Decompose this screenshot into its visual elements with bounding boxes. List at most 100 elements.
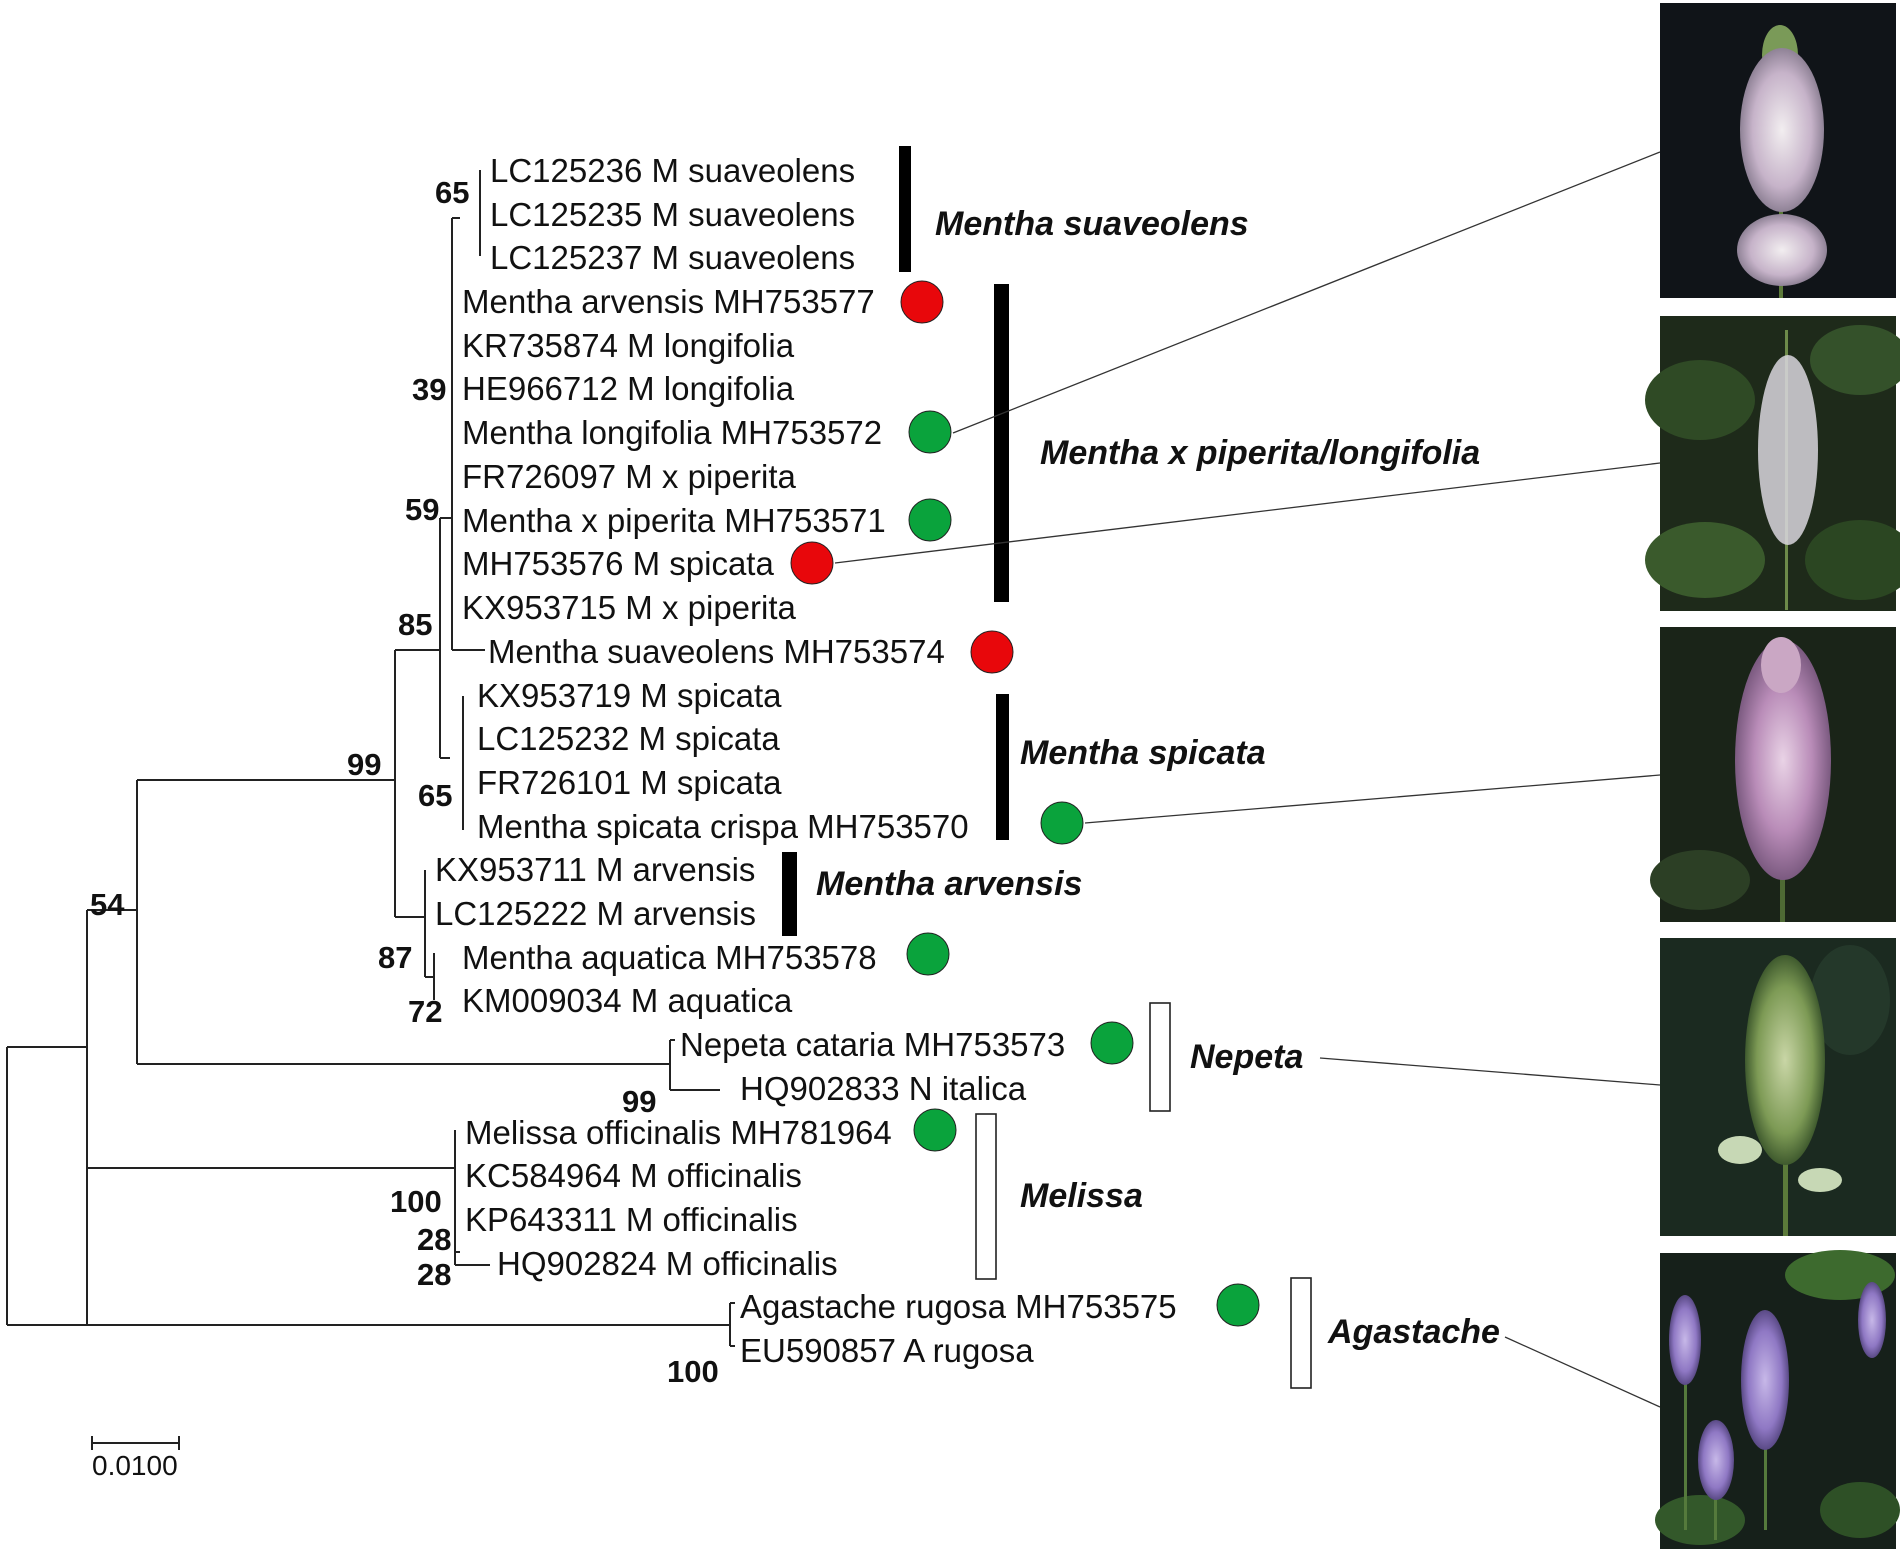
branch-nepeta [669,1039,720,1091]
clade-label-mentha-arvensis: Mentha arvensis [816,865,1082,903]
clade-bar-mentha-suaveolens [899,146,911,272]
flower-spike [1858,1282,1886,1358]
green-sample-marker [913,1108,957,1152]
mint-flower-photo-2 [1645,316,1900,611]
stem [1714,1460,1717,1540]
stem [1780,850,1785,922]
photo-connector-lines [834,151,1661,1408]
leaf-label: KX953715 M x piperita [462,589,797,626]
bootstrap-value: 54 [90,887,125,922]
scale-bar-label: 0.0100 [92,1450,178,1481]
red-sample-marker [970,630,1014,674]
clade-label-mentha-suaveolens: Mentha suaveolens [935,205,1249,243]
leaf-label: EU590857 A rugosa [740,1332,1034,1369]
clade-label-agastache: Agastache [1327,1313,1500,1351]
leaf-label: KC584964 M officinalis [465,1157,802,1194]
bootstrap-value: 100 [667,1354,719,1389]
tree-branches [6,170,735,1347]
bootstrap-value: 85 [398,607,432,642]
side-flower [1718,1136,1762,1164]
flower-whorl [1737,214,1827,286]
bootstrap-value: 100 [390,1184,442,1219]
branch-node-99-mentha [137,649,440,918]
bootstrap-value: 99 [347,747,381,782]
leaf [1645,522,1765,598]
leaf-label: HQ902833 N italica [740,1070,1027,1107]
stem [1684,1360,1687,1530]
bud-tip [1761,637,1801,693]
clade-bar-mentha-spicata [996,694,1009,840]
clade-bar-mentha-piperita-longifolia [994,284,1009,602]
leaf-label: KP643311 M officinalis [465,1201,798,1238]
bootstrap-values: 65 39 59 85 99 65 54 87 72 99 100 28 28 … [90,175,719,1389]
green-sample-marker [908,498,952,542]
green-sample-marker [1216,1283,1260,1327]
scale-bar-line [91,1436,180,1450]
leaf-label: KM009034 M aquatica [462,982,793,1019]
leaf-label: FR726101 M spicata [477,764,782,801]
leaf-label: HE966712 M longifolia [462,370,795,407]
clade-label-mentha-piperita-longifolia: Mentha x piperita/longifolia [1040,434,1480,472]
branch-arvensis-aquatica [424,870,435,1000]
flower-spike [1740,48,1824,212]
connector-line [1504,1336,1661,1408]
bootstrap-value: 39 [412,372,446,407]
leaf-label: Agastache rugosa MH753575 [740,1288,1177,1325]
leaf-label: HQ902824 M officinalis [497,1245,838,1282]
leaf-label: Mentha suaveolens MH753574 [488,633,945,670]
sample-markers [790,280,1260,1327]
bootstrap-value: 65 [418,778,452,813]
clade-bar-melissa [975,1113,997,1280]
leaf-label: Mentha spicata crispa MH753570 [477,808,969,845]
flower-spike [1741,1310,1789,1450]
leaf-label: KR735874 M longifolia [462,327,795,364]
stem [1764,1420,1767,1530]
bootstrap-value: 72 [408,994,442,1029]
flower-spike [1758,355,1818,545]
leaf-label: LC125222 M arvensis [435,895,756,932]
leaf [1810,325,1900,395]
green-sample-marker [906,932,950,976]
branch-root [6,1046,730,1326]
leaf-labels: LC125236 M suaveolens LC125235 M suaveol… [435,152,1177,1369]
bootstrap-value: 87 [378,940,412,975]
bootstrap-value: 65 [435,175,469,210]
bootstrap-value: 99 [622,1084,656,1119]
mint-flower-photo-1 [1660,3,1896,298]
branch-node-54 [86,780,670,1169]
leaf-label: LC125232 M spicata [477,720,780,757]
branch-melissa [454,1130,490,1266]
leaf [1805,520,1900,600]
leaf-label: Mentha aquatica MH753578 [462,939,877,976]
nepeta-flower-photo [1660,938,1896,1236]
green-sample-marker [1040,801,1084,845]
clade-bar-nepeta [1149,1002,1171,1112]
leaf [1820,1482,1900,1538]
leaf-label: Melissa officinalis MH781964 [465,1114,892,1151]
leaf-label: Mentha arvensis MH753577 [462,283,875,320]
connector-line [1319,1057,1661,1086]
leaf-label: LC125236 M suaveolens [490,152,855,189]
branch-node-85 [439,517,452,759]
scale-bar: 0.0100 [91,1436,180,1481]
clade-label-mentha-spicata: Mentha spicata [1020,734,1266,772]
clade-bar-mentha-arvensis [782,852,797,936]
leaf [1655,1495,1745,1545]
leaf-label: KX953711 M arvensis [435,851,755,888]
clade-label-nepeta: Nepeta [1190,1038,1303,1076]
connector-line [1084,774,1661,824]
clade-bar-agastache [1290,1277,1312,1389]
flower-spike [1735,640,1831,880]
branch-node-59 [451,217,485,651]
leaf-label: KX953719 M spicata [477,677,782,714]
leaf-label: Mentha longifolia MH753572 [462,414,882,451]
leaf-label: MH753576 M spicata [462,545,774,582]
flower-spike [1698,1420,1734,1500]
clade-annotations: Mentha suaveolens Mentha x piperita/long… [782,146,1500,1389]
side-flower [1798,1168,1842,1192]
red-sample-marker [900,280,944,324]
leaf [1650,850,1750,910]
leaf-label: LC125237 M suaveolens [490,239,855,276]
flower-spike [1669,1295,1701,1385]
